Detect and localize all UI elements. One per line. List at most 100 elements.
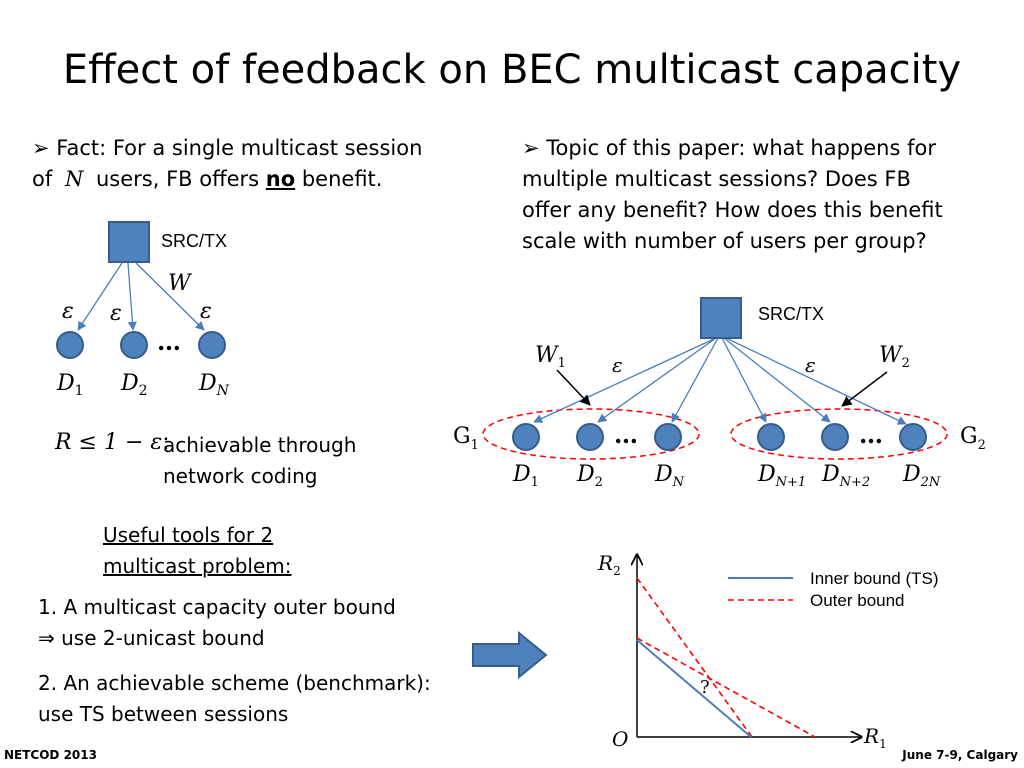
inner-bound-line xyxy=(636,639,752,738)
group-2-ellipse xyxy=(730,408,948,460)
node-name: D xyxy=(757,462,776,487)
receiver-node-d2 xyxy=(576,423,604,451)
w1-label: W1 xyxy=(535,343,566,371)
receiver-node-d1 xyxy=(512,423,540,451)
eps-label-1: ε xyxy=(62,299,74,324)
node-label-d2: D2 xyxy=(576,462,603,490)
edge-src-dn xyxy=(671,337,719,423)
tool-item-1: 1. A multicast capacity outer bound ⇒ us… xyxy=(38,592,396,654)
node-sub: 1 xyxy=(75,383,84,399)
ellipsis: … xyxy=(157,327,181,356)
src-label: SRC/TX xyxy=(161,231,227,251)
x-label-name: R xyxy=(863,724,879,748)
x-axis-label: R1 xyxy=(863,724,887,751)
edge-src-d2 xyxy=(597,337,717,423)
rate-text: achievable through network coding xyxy=(163,430,356,492)
rate-text-line1: achievable through xyxy=(163,433,357,457)
node-name: D xyxy=(902,462,921,487)
node-sub: 2 xyxy=(595,475,603,490)
bullet-arrow-icon: ➢ xyxy=(32,136,50,160)
single-multicast-diagram: SRC/TX W ε ε ε … D1 D2 DN xyxy=(56,221,230,399)
g2-sub: 2 xyxy=(978,438,986,453)
node-name: D xyxy=(576,462,595,487)
receiver-node-dn2 xyxy=(821,423,849,451)
edge-src-d2n xyxy=(725,337,907,425)
w-label: W xyxy=(168,271,193,296)
eps-label-right: ε xyxy=(805,353,816,377)
y-label-name: R xyxy=(597,551,613,575)
node-sub: 1 xyxy=(531,475,539,490)
receiver-node-d1 xyxy=(56,331,84,359)
question-mark: ? xyxy=(700,677,710,698)
w1-name: W xyxy=(535,343,560,368)
topic-line-4: scale with number of users per group? xyxy=(522,229,927,253)
g1-name: G xyxy=(453,424,471,449)
y-label-sub: 2 xyxy=(613,564,621,578)
w1-pointer xyxy=(556,369,591,406)
source-node xyxy=(108,221,150,263)
edge-src-dn2 xyxy=(723,337,831,423)
node-sub: 2N xyxy=(920,475,941,490)
rate-text-line2: network coding xyxy=(163,464,318,488)
edge-src-d1 xyxy=(77,262,123,331)
node-sub: N+2 xyxy=(839,475,871,490)
node-label-d1: D1 xyxy=(512,462,539,490)
fact-benefit: benefit. xyxy=(301,167,383,191)
node-label-dn: DN xyxy=(198,371,230,399)
receiver-node-dn xyxy=(654,423,682,451)
node-label-d1: D1 xyxy=(56,371,84,399)
w2-sub: 2 xyxy=(902,356,910,371)
x-label-sub: 1 xyxy=(879,737,887,751)
node-label-d2n: D2N xyxy=(902,462,941,490)
group-1-ellipse xyxy=(482,408,700,460)
topic-line-2: multiple multicast sessions? Does FB xyxy=(522,167,911,191)
eps-label-left: ε xyxy=(612,353,623,377)
node-label-d2: D2 xyxy=(120,371,148,399)
src-label: SRC/TX xyxy=(758,304,824,324)
rate-formula-row: R ≤ 1 − ε: xyxy=(55,430,170,455)
ellipsis-group-2: … xyxy=(859,420,883,449)
rate-colon: : xyxy=(162,430,170,455)
slide-title: Effect of feedback on BEC multicast capa… xyxy=(62,47,962,93)
ellipsis-group-1: … xyxy=(614,420,638,449)
fact-N: N xyxy=(64,167,84,191)
fact-of: of xyxy=(32,167,53,191)
node-name: D xyxy=(821,462,840,487)
node-name: D xyxy=(198,371,217,396)
outer-bound-line-2 xyxy=(636,637,816,738)
fact-line1: Fact: For a single multicast session xyxy=(56,136,423,160)
rate-formula: R ≤ 1 − ε xyxy=(55,430,163,455)
edge-src-d1 xyxy=(533,337,717,423)
edge-src-d2 xyxy=(127,262,137,331)
w2-name: W xyxy=(879,343,904,368)
group-2-label: G2 xyxy=(960,424,986,453)
outer-bound-line-1 xyxy=(636,577,753,738)
item2-line2: use TS between sessions xyxy=(38,702,289,726)
origin-label: O xyxy=(612,727,628,751)
legend-outer-label: Outer bound xyxy=(810,591,905,610)
right-arrow-icon xyxy=(472,630,548,680)
node-sub: N xyxy=(216,383,230,399)
w2-label: W2 xyxy=(879,343,910,371)
implies-icon: ⇒ xyxy=(38,626,55,650)
edge-src-dn1 xyxy=(721,337,767,423)
node-name: D xyxy=(120,371,139,396)
receiver-node-dn1 xyxy=(757,423,785,451)
node-label-dn1: DN+1 xyxy=(757,462,806,490)
tool-item-2: 2. An achievable scheme (benchmark): use… xyxy=(38,668,431,730)
tools-line1: Useful tools for 2 xyxy=(103,523,274,547)
node-sub: N+1 xyxy=(775,475,807,490)
receiver-node-d2 xyxy=(120,331,148,359)
eps-label-3: ε xyxy=(200,299,212,324)
item1-line1: 1. A multicast capacity outer bound xyxy=(38,595,396,619)
node-label-dn: DN xyxy=(654,462,685,490)
g2-name: G xyxy=(960,424,978,449)
node-label-dn2: DN+2 xyxy=(821,462,870,490)
topic-bullet: ➢ Topic of this paper: what happens for … xyxy=(522,133,1002,257)
w2-pointer xyxy=(841,371,888,407)
node-name: D xyxy=(654,462,673,487)
eps-label-2: ε xyxy=(110,301,122,326)
footer-date: June 7-9, Calgary xyxy=(902,748,1018,762)
group-1-label: G1 xyxy=(453,424,479,453)
